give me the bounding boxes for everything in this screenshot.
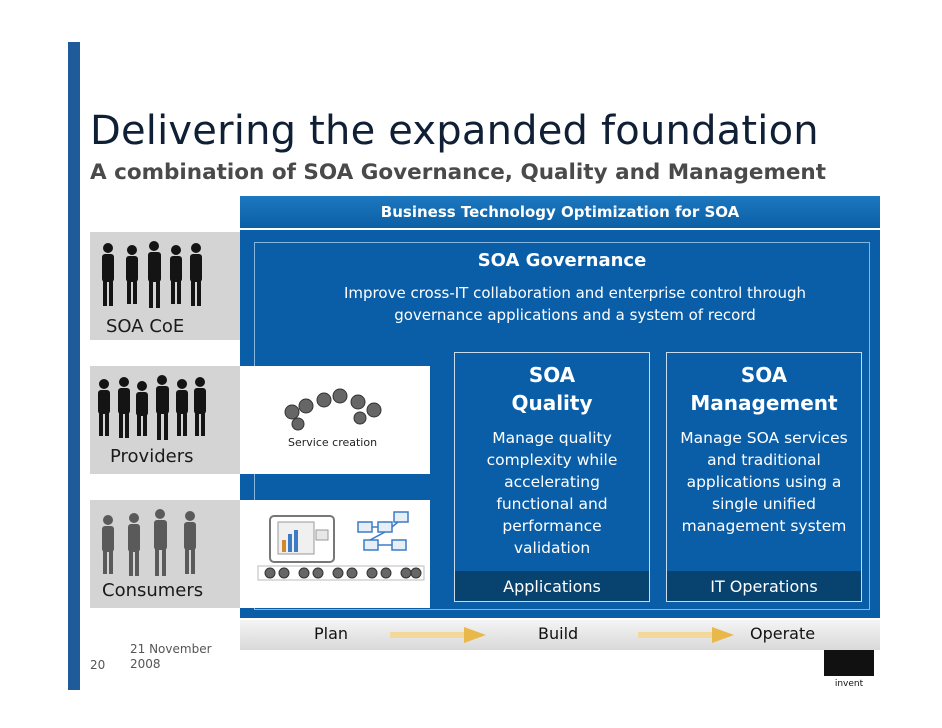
slide-subtitle: A combination of SOA Governance, Quality…	[90, 160, 826, 185]
hp-logo-icon: invent	[824, 650, 874, 688]
quality-box: SOA Quality Manage quality complexity wh…	[454, 352, 650, 602]
management-desc-line: single unified	[667, 493, 861, 515]
management-description: Manage SOA services and traditional appl…	[667, 427, 861, 537]
quality-desc-line: complexity while	[455, 449, 649, 471]
governance-title: SOA Governance	[254, 250, 870, 271]
quality-title-line1: SOA	[455, 361, 649, 389]
hp-logo: invent	[824, 650, 874, 688]
management-desc-line: and traditional	[667, 449, 861, 471]
page-number: 20	[90, 658, 105, 672]
bto-header: Business Technology Optimization for SOA	[240, 196, 880, 228]
service-creation-label: Service creation	[288, 436, 377, 449]
management-desc-line: management system	[667, 515, 861, 537]
phase-build: Build	[538, 624, 578, 643]
phase-bar: Plan Build Operate	[240, 620, 880, 650]
quality-description: Manage quality complexity while accelera…	[455, 427, 649, 559]
date-line: 21 November	[130, 642, 212, 657]
slide-date: 21 November 2008	[130, 642, 212, 672]
management-title-line2: Management	[667, 389, 861, 417]
phase-plan: Plan	[314, 624, 348, 643]
slide-title: Delivering the expanded foundation	[90, 108, 819, 154]
management-box: SOA Management Manage SOA services and t…	[666, 352, 862, 602]
role-panel-providers: Providers	[90, 366, 240, 474]
management-desc-line: applications using a	[667, 471, 861, 493]
hp-logo-text: invent	[835, 679, 864, 688]
management-title-line1: SOA	[667, 361, 861, 389]
governance-desc-line: governance applications and a system of …	[300, 304, 850, 326]
quality-title-line2: Quality	[455, 389, 649, 417]
management-footer: IT Operations	[667, 571, 861, 601]
quality-desc-line: Manage quality	[455, 427, 649, 449]
process-diagram-icon	[240, 500, 430, 608]
accent-bar	[68, 42, 80, 690]
role-panel-soa-coe: SOA CoE	[90, 232, 240, 340]
governance-desc-line: Improve cross-IT collaboration and enter…	[300, 282, 850, 304]
date-line: 2008	[130, 657, 212, 672]
quality-desc-line: accelerating	[455, 471, 649, 493]
providers-illustration: Service creation	[240, 366, 430, 474]
quality-desc-line: validation	[455, 537, 649, 559]
role-panel-consumers: Consumers	[90, 500, 240, 608]
governance-description: Improve cross-IT collaboration and enter…	[300, 282, 850, 326]
consumers-illustration	[240, 500, 430, 608]
arrow-right-icon	[390, 627, 490, 643]
quality-desc-line: functional and	[455, 493, 649, 515]
quality-desc-line: performance	[455, 515, 649, 537]
service-gears-icon	[240, 366, 430, 474]
role-label-soa-coe: SOA CoE	[106, 316, 184, 337]
arrow-right-icon	[638, 627, 738, 643]
quality-footer: Applications	[455, 571, 649, 601]
role-label-consumers: Consumers	[102, 580, 203, 601]
role-label-providers: Providers	[110, 446, 194, 467]
quality-footer-label: Applications	[503, 577, 601, 596]
management-desc-line: Manage SOA services	[667, 427, 861, 449]
phase-operate: Operate	[750, 624, 815, 643]
management-footer-label: IT Operations	[710, 577, 818, 596]
bto-header-label: Business Technology Optimization for SOA	[381, 203, 739, 221]
